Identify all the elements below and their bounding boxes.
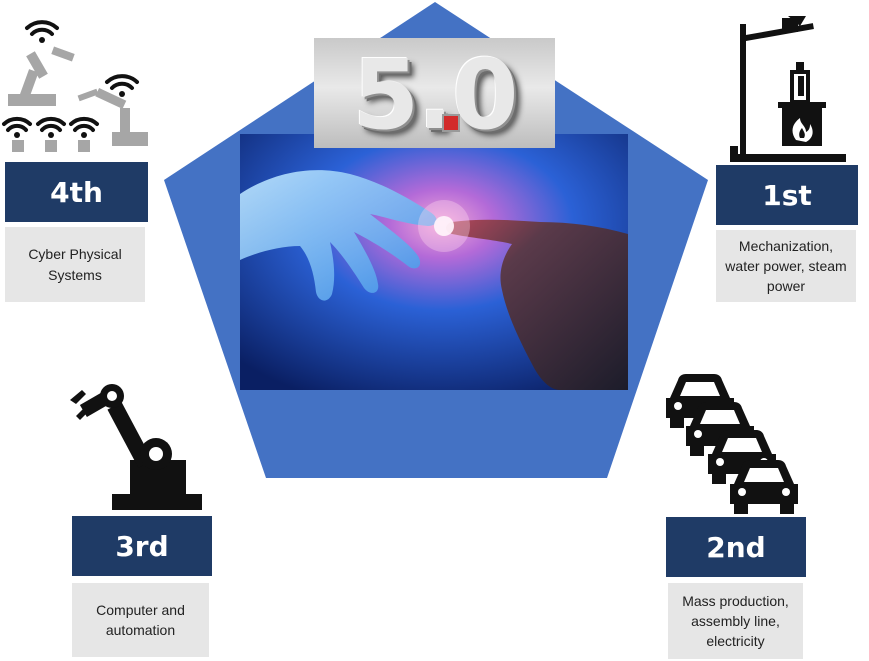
cars-assembly-line-icon bbox=[660, 372, 810, 518]
networked-robots-icon bbox=[0, 12, 160, 160]
hands-touching-photo bbox=[240, 134, 628, 390]
robot-arm-icon bbox=[64, 376, 206, 512]
stage-third-label: 3rd bbox=[72, 516, 212, 576]
stage-second-label: 2nd bbox=[666, 517, 806, 577]
stage-third-description: Computer and automation bbox=[72, 583, 209, 657]
badge-text: 5.0 bbox=[352, 39, 518, 148]
five-point-zero-badge: 5.0 bbox=[314, 38, 555, 148]
oil-pump-steam-engine-icon bbox=[726, 14, 850, 164]
stage-fourth-label: 4th bbox=[5, 162, 148, 222]
stage-second-description: Mass production, assembly line, electric… bbox=[668, 583, 803, 659]
stage-first-label: 1st bbox=[716, 165, 858, 225]
stage-fourth-description: Cyber Physical Systems bbox=[5, 227, 145, 302]
stage-first-description: Mechanization, water power, steam power bbox=[716, 230, 856, 302]
badge-red-dot bbox=[444, 116, 458, 130]
